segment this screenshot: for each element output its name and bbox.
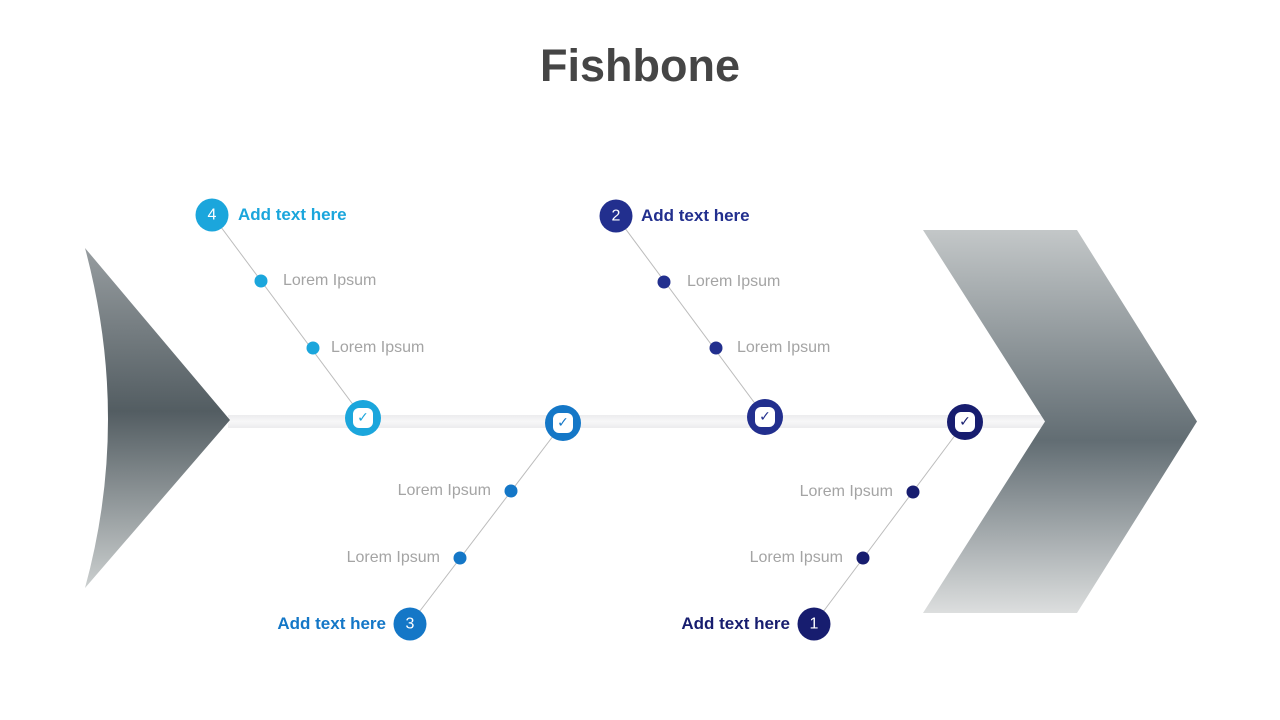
branch-4-item-1[interactable]: Lorem Ipsum	[283, 272, 377, 289]
check-squircle: ✓	[353, 408, 373, 428]
branch-4-item-dot	[254, 274, 268, 288]
page-title: Fishbone	[540, 40, 740, 91]
check-icon: ✓	[759, 408, 771, 424]
check-icon: ✓	[557, 414, 569, 430]
branch-1-item-2[interactable]: Lorem Ipsum	[749, 549, 843, 566]
branch-line-3	[409, 422, 564, 625]
branch-2-number-badge[interactable]: 2	[599, 199, 633, 233]
branch-1-number-badge[interactable]: 1	[797, 607, 831, 641]
branch-4-item-dot	[306, 341, 320, 355]
branch-line-1	[813, 421, 966, 625]
fish-head-chevron-shape	[923, 230, 1197, 613]
branch-4-item-2[interactable]: Lorem Ipsum	[331, 339, 425, 356]
check-icon: ✓	[357, 409, 369, 425]
branch-line-4	[211, 214, 364, 419]
check-squircle: ✓	[955, 412, 975, 432]
branch-4-label[interactable]: Add text here	[238, 205, 347, 224]
branch-2-label[interactable]: Add text here	[641, 206, 750, 225]
branch-2-item-1[interactable]: Lorem Ipsum	[687, 273, 781, 290]
branch-3-number-badge[interactable]: 3	[393, 607, 427, 641]
branch-2-item-dot	[657, 275, 671, 289]
spine-line	[228, 415, 1046, 428]
fish-tail-arrow-shape	[85, 248, 230, 588]
branch-line-2	[615, 215, 766, 418]
branch-3-item-2[interactable]: Lorem Ipsum	[346, 549, 440, 566]
branch-3-label[interactable]: Add text here	[277, 614, 386, 633]
check-squircle: ✓	[553, 413, 573, 433]
branch-1-label[interactable]: Add text here	[681, 614, 790, 633]
branch-3-item-1[interactable]: Lorem Ipsum	[397, 482, 491, 499]
branch-4-number: 4	[207, 206, 217, 223]
branch-4-number-badge[interactable]: 4	[195, 198, 229, 232]
branch-3-item-dot	[504, 484, 518, 498]
branch-1-check-circle: ✓	[947, 404, 983, 440]
branch-3-check-circle: ✓	[545, 405, 581, 441]
branch-1-number: 1	[809, 615, 819, 632]
check-squircle: ✓	[755, 407, 775, 427]
branch-2-item-2[interactable]: Lorem Ipsum	[737, 339, 831, 356]
branch-1-item-dot	[856, 551, 870, 565]
branch-2-check-circle: ✓	[747, 399, 783, 435]
check-icon: ✓	[959, 413, 971, 429]
branch-4-check-circle: ✓	[345, 400, 381, 436]
branch-1-item-dot	[906, 485, 920, 499]
branch-2-item-dot	[709, 341, 723, 355]
branch-3-item-dot	[453, 551, 467, 565]
branch-2-number: 2	[611, 207, 621, 224]
branch-1-item-1[interactable]: Lorem Ipsum	[799, 483, 893, 500]
branch-3-number: 3	[405, 615, 415, 632]
